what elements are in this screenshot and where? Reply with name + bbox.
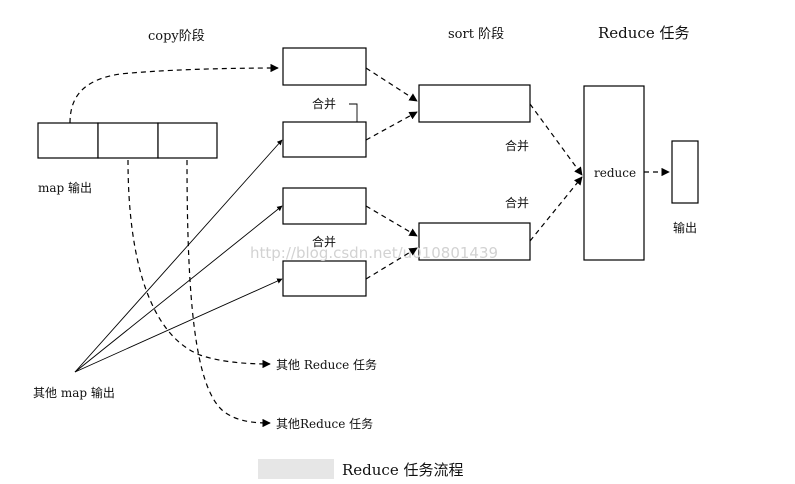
other-map-output-label: 其他 map 输出 [33, 385, 115, 400]
output-label: 输出 [673, 220, 697, 235]
merge-label-top: 合并 [312, 96, 336, 111]
merge-arrow-4 [365, 247, 418, 280]
reduce-task-title: Reduce 任务 [598, 24, 689, 42]
merged-file-bottom [418, 222, 531, 261]
merge-arrow-1 [365, 67, 418, 102]
map-to-other-reduce-arrow-1 [127, 159, 271, 369]
merge-label-bottom: 合并 [312, 234, 336, 249]
copied-segment-3 [282, 187, 367, 225]
sort-to-reduce-arrow-top [529, 103, 583, 176]
merge-arrow-2 [365, 111, 418, 141]
merge-bracket [349, 103, 358, 122]
watermark-url: http://blog.csdn.net/u010801439 [250, 244, 498, 262]
merge-label-sort-top: 合并 [505, 138, 529, 153]
copied-segment-2 [282, 121, 367, 158]
merge-label-sort-bottom: 合并 [505, 195, 529, 210]
map-to-other-reduce-arrow-2 [186, 159, 271, 428]
other-map-arrow-3 [74, 278, 283, 373]
reduce-box [583, 85, 645, 261]
copied-segment-4 [282, 260, 367, 297]
copy-stage-label: copy阶段 [148, 29, 205, 44]
copied-segment-1 [282, 47, 367, 86]
output-box [671, 140, 699, 204]
map-output-partition-3 [157, 122, 218, 159]
reduce-label: reduce [594, 166, 636, 180]
merged-file-top [418, 84, 531, 123]
map-output-partition-2 [97, 122, 159, 159]
map-output-partition-1 [37, 122, 99, 159]
other-reduce-task-label-1: 其他 Reduce 任务 [276, 357, 377, 372]
other-map-arrow-1 [74, 139, 283, 373]
copy-arrow-to-segment-1 [69, 63, 279, 124]
figure-caption: Reduce 任务流程 [342, 461, 463, 479]
map-output-label: map 输出 [38, 180, 92, 195]
other-map-arrow-2 [74, 205, 283, 373]
sort-to-reduce-arrow-bottom [529, 176, 583, 242]
sort-stage-label: sort 阶段 [448, 27, 504, 42]
merge-arrow-3 [365, 205, 418, 237]
other-reduce-task-label-2: 其他Reduce 任务 [276, 416, 373, 431]
caption-redaction-block [258, 459, 334, 479]
